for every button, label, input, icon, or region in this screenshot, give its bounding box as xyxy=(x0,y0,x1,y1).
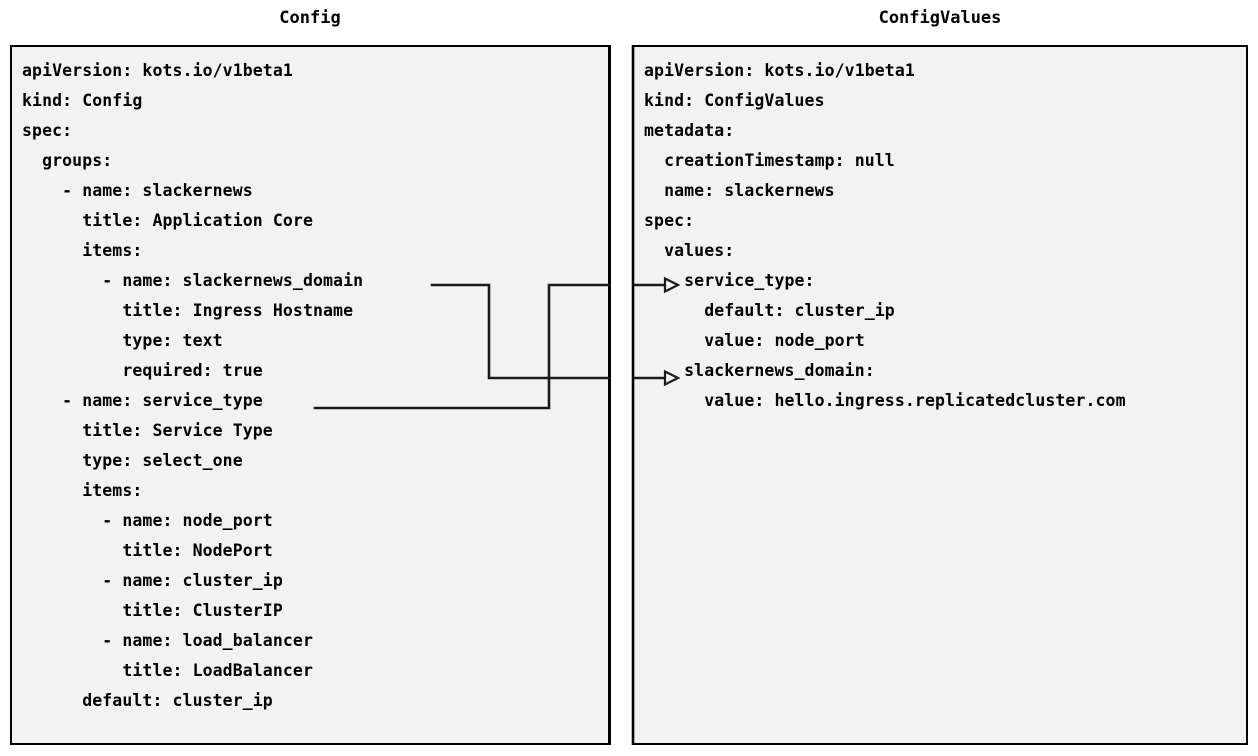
config-yaml-line: spec: xyxy=(22,121,73,140)
configvalues-yaml-line: spec: xyxy=(644,211,695,230)
config-yaml-line: - name: node_port xyxy=(22,511,273,530)
configvalues-yaml-line: value: hello.ingress.replicatedcluster.c… xyxy=(644,391,1126,410)
config-yaml-line: - name: cluster_ip xyxy=(22,571,283,590)
config-yaml-line: default: cluster_ip xyxy=(22,691,273,710)
configvalues-yaml-line: default: cluster_ip xyxy=(644,301,895,320)
config-yaml-code: apiVersion: kots.io/v1beta1 kind: Config s… xyxy=(22,56,363,716)
configvalues-yaml-panel: apiVersion: kots.io/v1beta1 kind: ConfigV… xyxy=(632,45,1248,745)
config-yaml-line: groups: xyxy=(22,151,113,170)
config-yaml-line: type: select_one xyxy=(22,451,243,470)
config-panel-title: Config xyxy=(279,8,341,28)
config-yaml-line: - name: service_type xyxy=(22,391,263,410)
config-yaml-line: kind: Config xyxy=(22,91,143,110)
configvalues-yaml-line: kind: ConfigValues xyxy=(644,91,825,110)
configvalues-yaml-line: value: node_port xyxy=(644,331,865,350)
configvalues-yaml-line: values: xyxy=(644,241,735,260)
config-panel-right-edge xyxy=(609,45,613,745)
panel-gutter xyxy=(611,45,632,745)
configvalues-yaml-line: slackernews_domain: xyxy=(644,361,875,380)
config-yaml-line: title: Service Type xyxy=(22,421,273,440)
config-yaml-line: title: NodePort xyxy=(22,541,273,560)
configvalues-yaml-code: apiVersion: kots.io/v1beta1 kind: ConfigV… xyxy=(644,56,1126,416)
config-yaml-line: - name: load_balancer xyxy=(22,631,313,650)
config-yaml-line: title: Ingress Hostname xyxy=(22,301,354,320)
config-yaml-line: items: xyxy=(22,241,143,260)
configvalues-yaml-line: creationTimestamp: null xyxy=(644,151,895,170)
config-yaml-line: apiVersion: kots.io/v1beta1 xyxy=(22,61,293,80)
config-yaml-line: title: ClusterIP xyxy=(22,601,283,620)
config-yaml-panel: apiVersion: kots.io/v1beta1 kind: Config s… xyxy=(10,45,610,745)
config-yaml-line: title: LoadBalancer xyxy=(22,661,313,680)
configvalues-yaml-line: service_type: xyxy=(644,271,815,290)
config-yaml-line: items: xyxy=(22,481,143,500)
config-yaml-line: title: Application Core xyxy=(22,211,313,230)
config-yaml-line: type: text xyxy=(22,331,223,350)
config-yaml-line: required: true xyxy=(22,361,263,380)
configvalues-yaml-line: name: slackernews xyxy=(644,181,835,200)
configvalues-yaml-line: metadata: xyxy=(644,121,735,140)
config-yaml-line: - name: slackernews_domain xyxy=(22,271,364,290)
configvalues-panel-title: ConfigValues xyxy=(878,8,1002,28)
config-yaml-line: - name: slackernews xyxy=(22,181,253,200)
configvalues-yaml-line: apiVersion: kots.io/v1beta1 xyxy=(644,61,915,80)
